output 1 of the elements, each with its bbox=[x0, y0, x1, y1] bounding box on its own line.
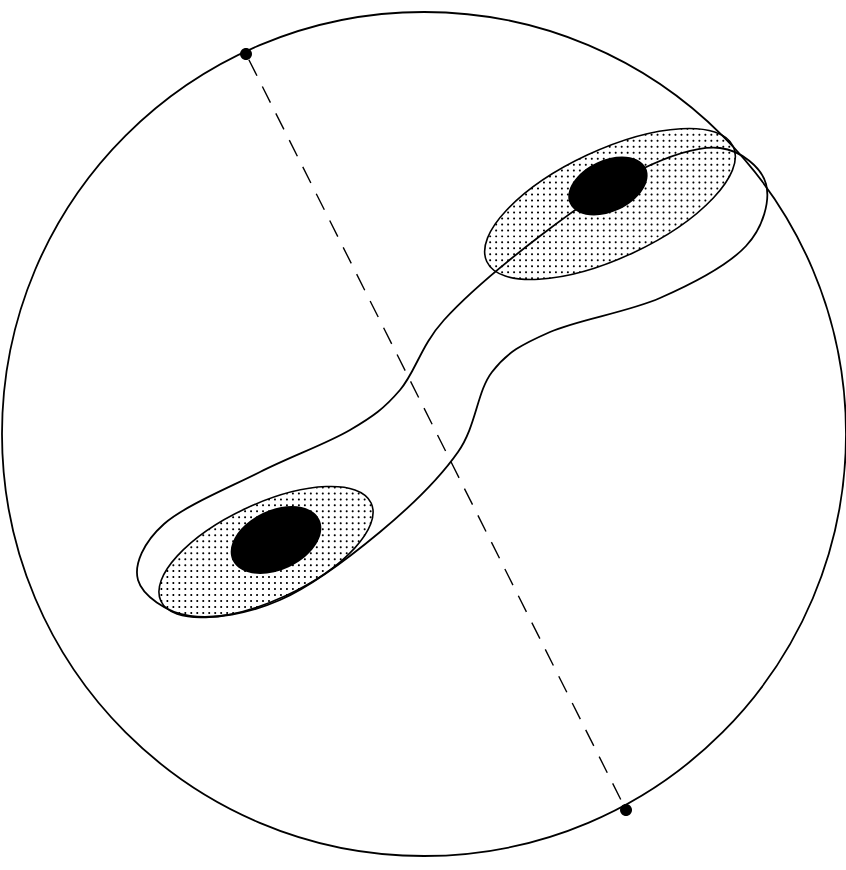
dashed-line bbox=[248, 59, 624, 805]
